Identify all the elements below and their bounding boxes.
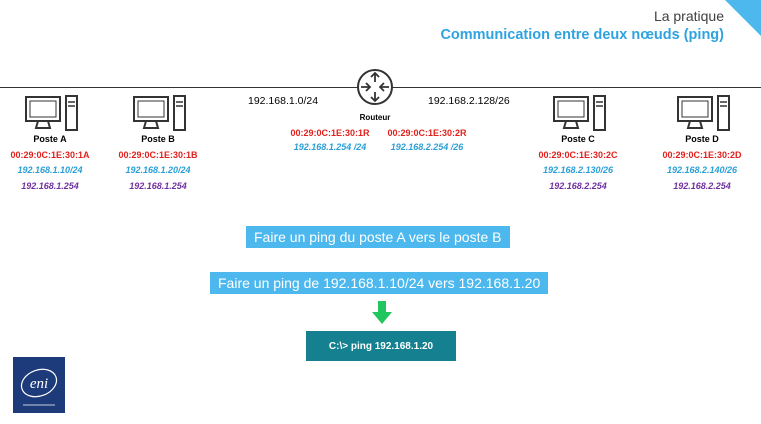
host-mac: 00:29:0C:1E:30:2D [662, 150, 742, 160]
host-a: Poste A 00:29:0C:1E:30:1A 192.168.1.10/2… [0, 94, 100, 191]
down-arrow-icon [372, 301, 392, 330]
router: Routeur [355, 67, 395, 122]
host-ip: 192.168.1.10/24 [17, 165, 83, 175]
computer-icon [25, 95, 78, 131]
host-ip: 192.168.2.140/26 [666, 165, 738, 175]
host-label: Poste A [33, 134, 67, 144]
host-gateway: 192.168.2.254 [549, 181, 607, 191]
router-if2-ip: 192.168.2.254 /26 [390, 142, 464, 152]
detail-banner: Faire un ping de 192.168.1.10/24 vers 19… [210, 272, 549, 294]
host-ip: 192.168.2.130/26 [542, 165, 614, 175]
host-c: Poste C 00:29:0C:1E:30:2C 192.168.2.130/… [528, 94, 628, 191]
network-right-label: 192.168.2.128/26 [428, 95, 510, 107]
host-label: Poste C [561, 134, 595, 144]
computer-icon [133, 95, 186, 131]
host-mac: 00:29:0C:1E:30:2C [538, 150, 618, 160]
host-d: Poste D 00:29:0C:1E:30:2D 192.168.2.140/… [652, 94, 752, 191]
router-if1-mac: 00:29:0C:1E:30:1R [290, 128, 370, 138]
router-if2-mac: 00:29:0C:1E:30:2R [387, 128, 467, 138]
host-label: Poste D [685, 134, 719, 144]
host-gateway: 192.168.1.254 [21, 181, 79, 191]
router-label: Routeur [359, 113, 391, 122]
section-label: La pratique [653, 8, 724, 24]
host-mac: 00:29:0C:1E:30:1A [10, 150, 90, 160]
corner-accent [725, 0, 761, 36]
router-interface-2: 00:29:0C:1E:30:2R 192.168.2.254 /26 [382, 128, 472, 152]
task-banner: Faire un ping du poste A vers le poste B [246, 226, 510, 248]
host-ip: 192.168.1.20/24 [125, 165, 191, 175]
router-interface-1: 00:29:0C:1E:30:1R 192.168.1.254 /24 [285, 128, 375, 152]
slide-title: Communication entre deux nœuds (ping) [440, 27, 724, 43]
logo-text: eni [30, 376, 48, 392]
host-b: Poste B 00:29:0C:1E:30:1B 192.168.1.20/2… [108, 94, 208, 191]
computer-icon [553, 95, 606, 131]
command-box: C:\> ping 192.168.1.20 [306, 331, 456, 361]
host-gateway: 192.168.2.254 [673, 181, 731, 191]
eni-logo: eni [13, 357, 65, 413]
network-left-label: 192.168.1.0/24 [248, 95, 319, 107]
router-icon [357, 69, 393, 105]
router-if1-ip: 192.168.1.254 /24 [293, 142, 367, 152]
host-mac: 00:29:0C:1E:30:1B [118, 150, 198, 160]
host-label: Poste B [141, 134, 175, 144]
host-gateway: 192.168.1.254 [129, 181, 187, 191]
computer-icon [677, 95, 730, 131]
